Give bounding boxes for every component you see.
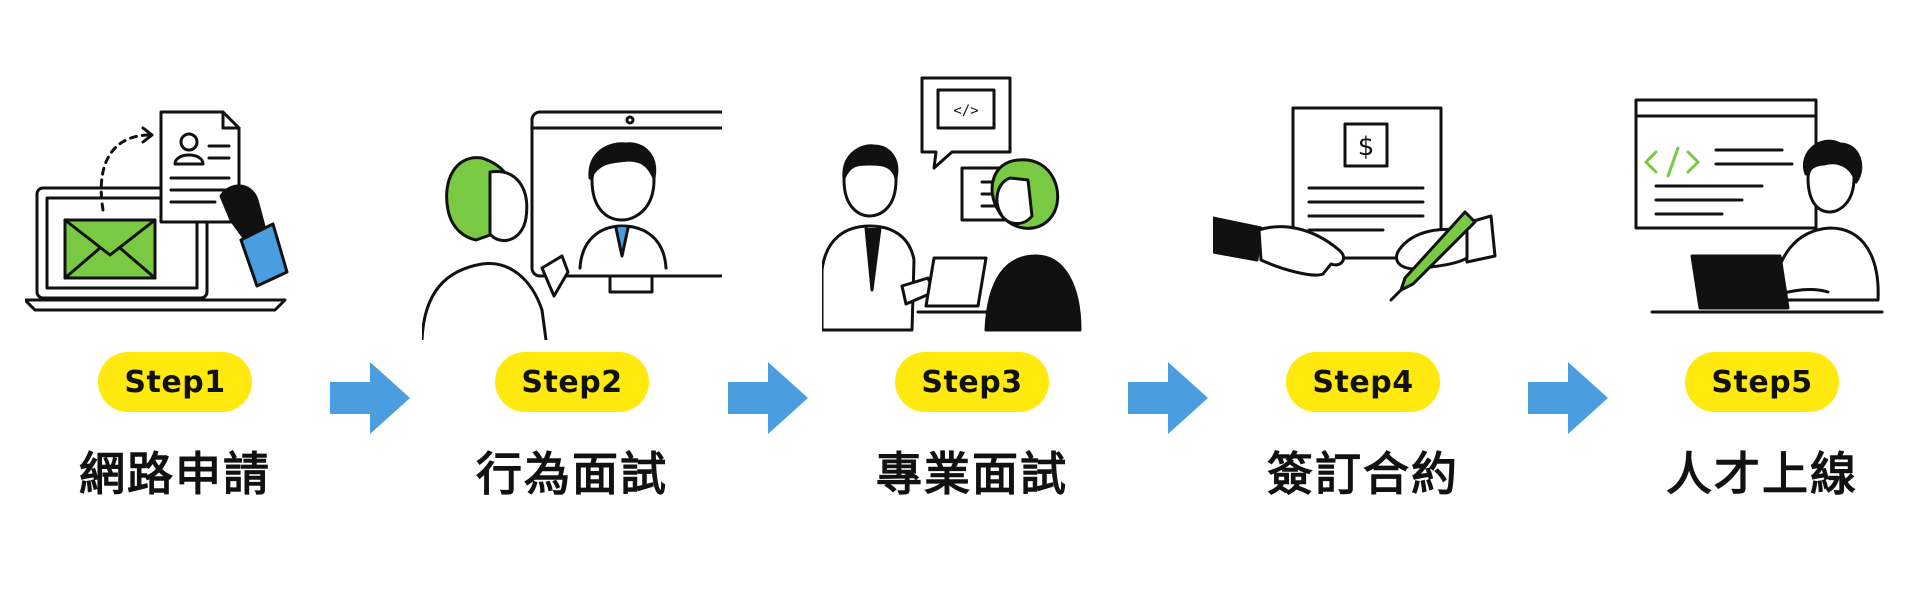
arrow-right-icon [330,362,410,434]
step-title: 網路申請 [79,447,271,501]
step-1: Step1 網路申請 [25,0,325,600]
technical-interview-illustration: </> [822,76,1082,332]
arrow-right-icon [728,362,808,434]
step-title: 簽訂合約 [1267,447,1459,501]
step-3: </> Step3 專業面試 [822,0,1122,600]
step-2: Step2 行為面試 [422,0,722,600]
svg-text:</>: </> [953,103,978,119]
step-badge: Step4 [1286,352,1440,412]
step-5: Step5 人才上線 [1612,0,1912,600]
code-screen-icon [1634,98,1818,230]
developer-onboard-illustration [1634,98,1884,314]
arrow-right-icon [1528,362,1608,434]
contract-icon: $ [1291,106,1443,260]
arrow-right-icon [1128,362,1208,434]
envelope-icon [63,218,157,280]
step-badge: Step1 [98,352,252,412]
step-title: 人才上線 [1666,447,1858,501]
step-badge: Step3 [895,352,1049,412]
resume-icon [159,110,241,224]
contract-signing-illustration: $ [1213,106,1497,302]
step-badge: Step5 [1685,352,1839,412]
step-4: $ Step4 簽訂合約 [1213,0,1513,600]
svg-text:$: $ [1358,132,1375,162]
step-title: 專業面試 [876,447,1068,501]
step-title: 行為面試 [476,447,668,501]
online-application-illustration [25,110,289,312]
step-badge: Step2 [495,352,649,412]
video-interview-illustration [422,110,722,340]
